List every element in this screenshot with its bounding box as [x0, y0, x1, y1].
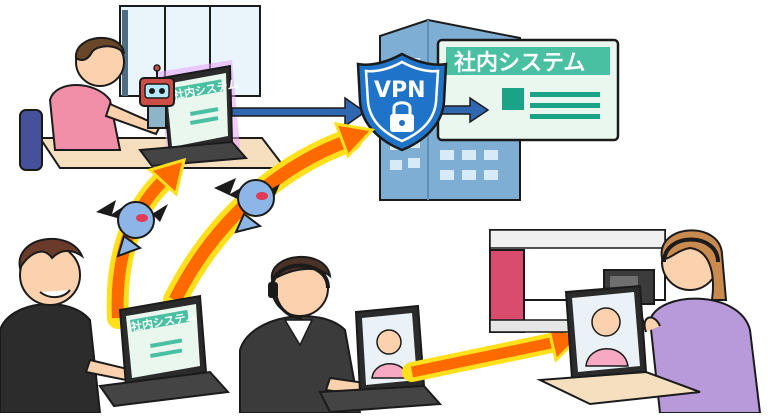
robot-icon — [139, 64, 175, 129]
laptop-top-left: 社内システム — [138, 60, 249, 168]
impostor-person — [239, 255, 374, 414]
attacker-person — [0, 238, 142, 414]
headset-icon — [268, 263, 330, 320]
bat-demon-icon — [96, 200, 168, 258]
system-title: 社内システム — [454, 50, 585, 76]
worker-top-left — [19, 37, 162, 171]
lock-icon — [390, 101, 414, 132]
laptop-video-call — [536, 284, 701, 406]
secure-arrow-laptop-to-vpn — [231, 96, 367, 128]
laptop-attacker: 社内システム — [98, 294, 231, 408]
bat-demon-icon — [214, 178, 280, 234]
vpn-label: VPN — [374, 78, 426, 103]
internal-system-panel: 社内システム — [436, 38, 620, 142]
